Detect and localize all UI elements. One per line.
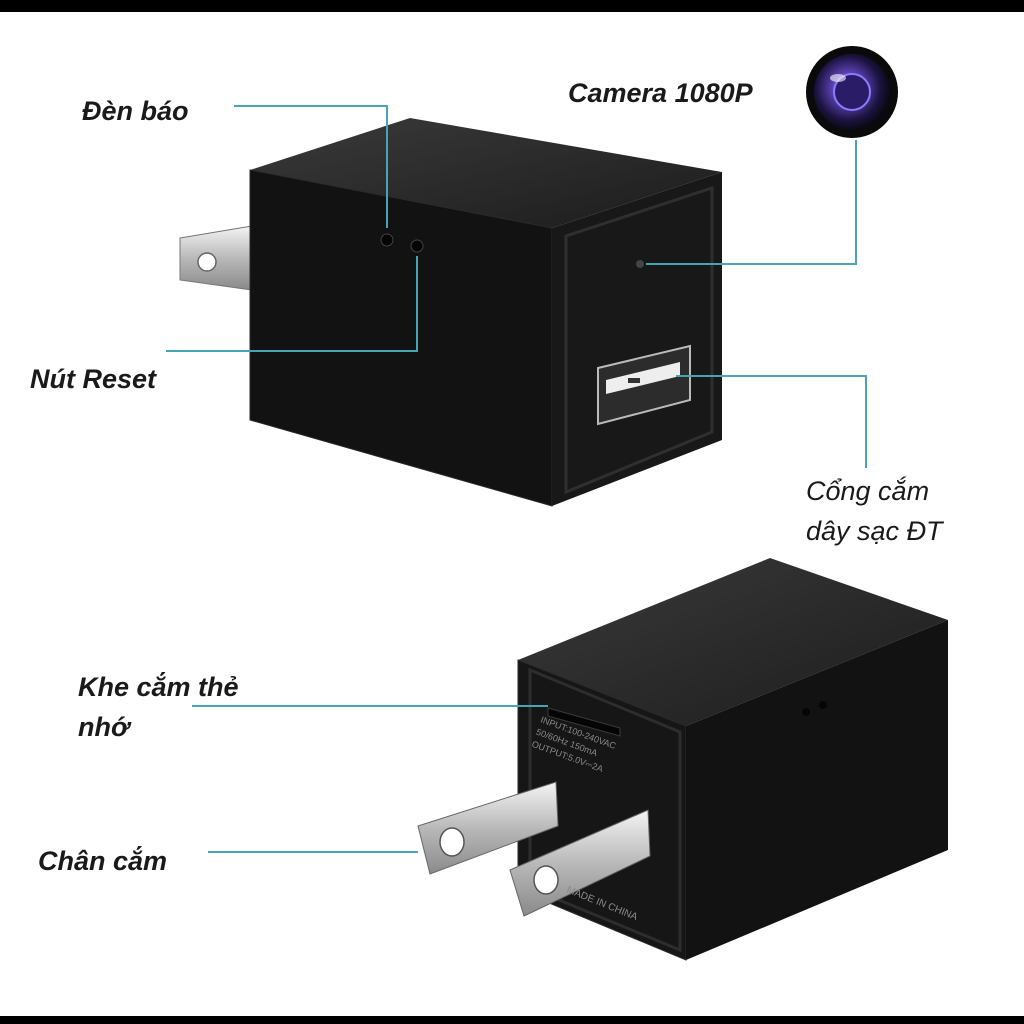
bottom-device-top-face: [518, 558, 948, 726]
reset-button-dot: [410, 239, 424, 253]
indicator-light-dot: [380, 233, 394, 247]
bottom-device-side-face: [686, 620, 948, 960]
top-border-bar: [0, 0, 1024, 12]
label-indicator-light: Đèn báo: [82, 96, 189, 126]
camera-pinhole: [636, 260, 644, 268]
label-memory-slot-line1: Khe cắm thẻ: [78, 672, 239, 702]
memory-card-slot: [547, 707, 621, 737]
bottom-device-prongs: [417, 781, 651, 917]
leader-line-usb: [676, 375, 867, 468]
charger-camera-rear-view: [417, 558, 948, 961]
label-camera: Camera 1080P: [568, 78, 753, 108]
leader-line-camera: [646, 140, 857, 265]
label-reset-button: Nút Reset: [30, 364, 157, 394]
label-prongs: Chân cắm: [38, 846, 168, 876]
top-device-side-face: [249, 169, 553, 507]
top-device-top-face: [250, 118, 722, 228]
label-usb-port-line1: Cổng cắm: [806, 476, 930, 506]
camera-lens-icon: [806, 46, 898, 138]
charger-camera-front-view: [179, 118, 722, 507]
label-usb-port-line2: dây sạc ĐT: [806, 516, 943, 546]
usb-port: [597, 344, 691, 426]
leader-line-indicator: [234, 105, 388, 228]
top-device-front-face: [552, 172, 722, 506]
leader-line-reset: [166, 256, 418, 352]
top-device-prong: [179, 225, 253, 291]
bottom-border-bar: [0, 1016, 1024, 1024]
leader-lines: [166, 105, 867, 853]
label-memory-slot-line2: nhớ: [78, 712, 130, 742]
